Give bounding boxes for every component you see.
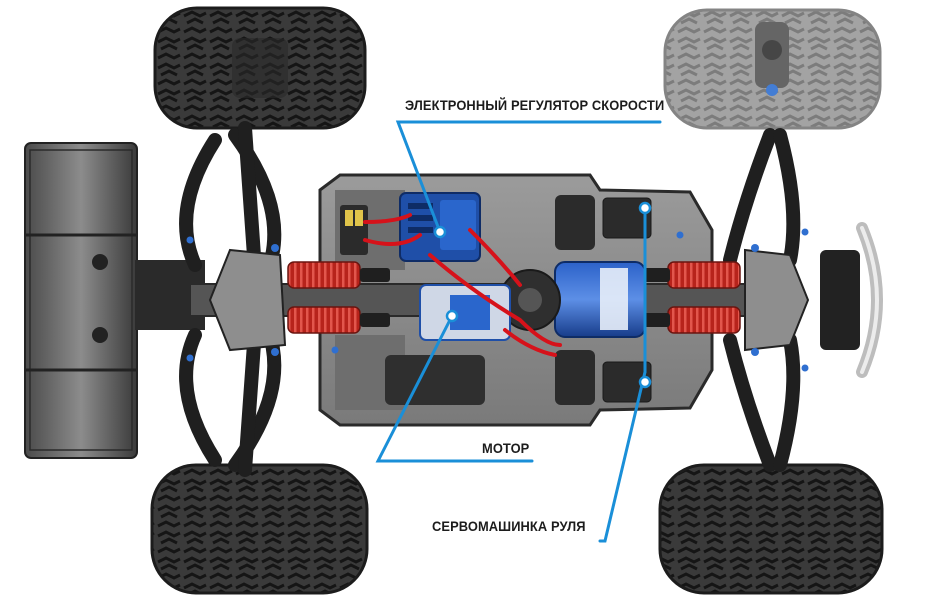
- rear-shock-tower: [208, 248, 287, 352]
- leader-dot-esc: [433, 225, 447, 239]
- tire-rear-bottom: [150, 463, 369, 595]
- front-shocks: [640, 261, 741, 334]
- callout-label-motor: МОТОР: [482, 440, 530, 456]
- hardware-screws: [186, 228, 809, 372]
- leader-dot-servo-bottom: [638, 375, 652, 389]
- front-suspension-arms: [723, 128, 801, 472]
- rear-suspension-arms: [179, 121, 282, 477]
- callout-label-esc: ЭЛЕКТРОННЫЙ РЕГУЛЯТОР СКОРОСТИ: [405, 97, 665, 113]
- rear-shocks: [287, 261, 390, 334]
- motor: [499, 261, 646, 338]
- callout-label-servo: СЕРВОМАШИНКА РУЛЯ: [432, 518, 586, 534]
- leader-line-motor: [375, 314, 534, 463]
- leader-dot-servo-top: [638, 201, 652, 215]
- front-bumper: [820, 222, 883, 378]
- rear-wing: [24, 142, 138, 459]
- tire-front-top: [663, 8, 882, 130]
- leader-line-esc: [395, 120, 662, 234]
- receiver-box: [419, 284, 511, 341]
- front-shock-tower: [744, 248, 810, 352]
- wires: [363, 213, 562, 357]
- leader-line-servo: [598, 370, 647, 543]
- tire-rear-top: [153, 6, 367, 130]
- tire-front-bottom: [658, 463, 884, 595]
- leader-dot-motor: [445, 309, 459, 323]
- battery-connector: [340, 205, 368, 255]
